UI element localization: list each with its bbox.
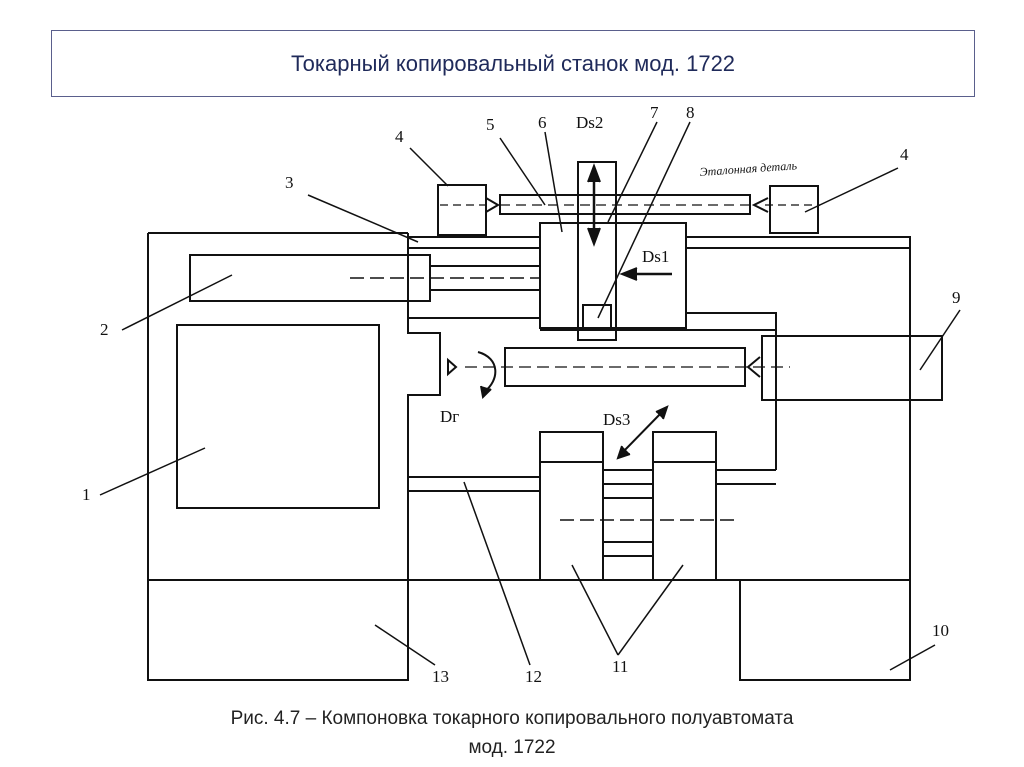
ds2-arrow-head-bottom bbox=[587, 227, 601, 247]
cabinet-10 bbox=[739, 579, 911, 681]
label-ds2: Ds2 bbox=[576, 113, 603, 132]
ds3-arrow-head-b bbox=[655, 405, 669, 420]
ds1-arrow-head bbox=[619, 267, 638, 281]
machine-frame bbox=[147, 233, 740, 681]
caption-line-2: мод. 1722 bbox=[468, 737, 556, 758]
leader-11b bbox=[617, 564, 684, 656]
label-12: 12 bbox=[525, 667, 542, 686]
label-6: 6 bbox=[538, 113, 547, 132]
label-11: 11 bbox=[612, 657, 628, 676]
tool-slide bbox=[577, 161, 617, 341]
leader-7 bbox=[607, 121, 658, 223]
leader-11a bbox=[571, 564, 619, 656]
leader-9 bbox=[919, 309, 961, 371]
page-title: Токарный копировальный станок мод. 1722 bbox=[290, 50, 736, 76]
label-13: 13 bbox=[432, 667, 449, 686]
title-box: Токарный копировальный станок мод. 1722 bbox=[51, 30, 975, 97]
ds3-arrow bbox=[619, 409, 665, 456]
tailstock bbox=[761, 335, 943, 401]
left-support-4 bbox=[437, 184, 487, 236]
headstock-wall bbox=[407, 233, 441, 580]
leader-8 bbox=[597, 121, 691, 319]
diagram-labels: 1 2 3 4 4 5 6 7 8 9 10 11 12 13 Ds2 Ds1 … bbox=[82, 103, 961, 686]
label-1: 1 bbox=[82, 485, 91, 504]
right-bed bbox=[686, 236, 911, 313]
caption-line-1: Рис. 4.7 – Компоновка токарного копирова… bbox=[230, 708, 794, 729]
label-4-right: 4 bbox=[900, 145, 909, 164]
label-10: 10 bbox=[932, 621, 949, 640]
leader-6 bbox=[544, 131, 563, 233]
figure-caption: Рис. 4.7 – Компоновка токарного копирова… bbox=[0, 704, 1024, 762]
label-2: 2 bbox=[100, 320, 109, 339]
template-center-left bbox=[485, 197, 500, 213]
label-ds3: Ds3 bbox=[603, 410, 630, 429]
right-bed-lower bbox=[686, 312, 777, 463]
leader-5 bbox=[499, 137, 546, 206]
label-dr: Dг bbox=[440, 407, 459, 426]
label-5: 5 bbox=[486, 115, 495, 134]
spindle-center bbox=[447, 357, 458, 377]
lower-support-left bbox=[539, 431, 604, 581]
tailstock-center bbox=[746, 356, 761, 378]
label-7: 7 bbox=[650, 103, 659, 122]
right-support-4 bbox=[769, 185, 819, 234]
leader-2 bbox=[121, 274, 233, 331]
control-panel bbox=[176, 324, 380, 509]
ds2-arrow-head-top bbox=[587, 163, 601, 183]
label-3: 3 bbox=[285, 173, 294, 192]
copy-support bbox=[539, 222, 687, 329]
leader-12 bbox=[463, 481, 531, 666]
leader-10 bbox=[889, 644, 936, 671]
leader-3 bbox=[307, 194, 419, 243]
lower-support-right bbox=[652, 431, 717, 581]
rotation-arrow bbox=[477, 351, 497, 393]
template-center-right bbox=[751, 197, 769, 213]
leader-13 bbox=[374, 624, 436, 666]
label-etalon: Эталонная деталь bbox=[699, 158, 798, 179]
label-4-left: 4 bbox=[395, 127, 404, 146]
label-9: 9 bbox=[952, 288, 961, 307]
leader-4a bbox=[409, 147, 449, 187]
leader-4b bbox=[804, 167, 899, 213]
label-8: 8 bbox=[686, 103, 695, 122]
ds3-arrow-head-a bbox=[616, 445, 631, 460]
cutter bbox=[582, 304, 612, 331]
label-ds1: Ds1 bbox=[642, 247, 669, 266]
rotation-arrow-head bbox=[480, 385, 492, 400]
leader-1 bbox=[99, 447, 206, 496]
